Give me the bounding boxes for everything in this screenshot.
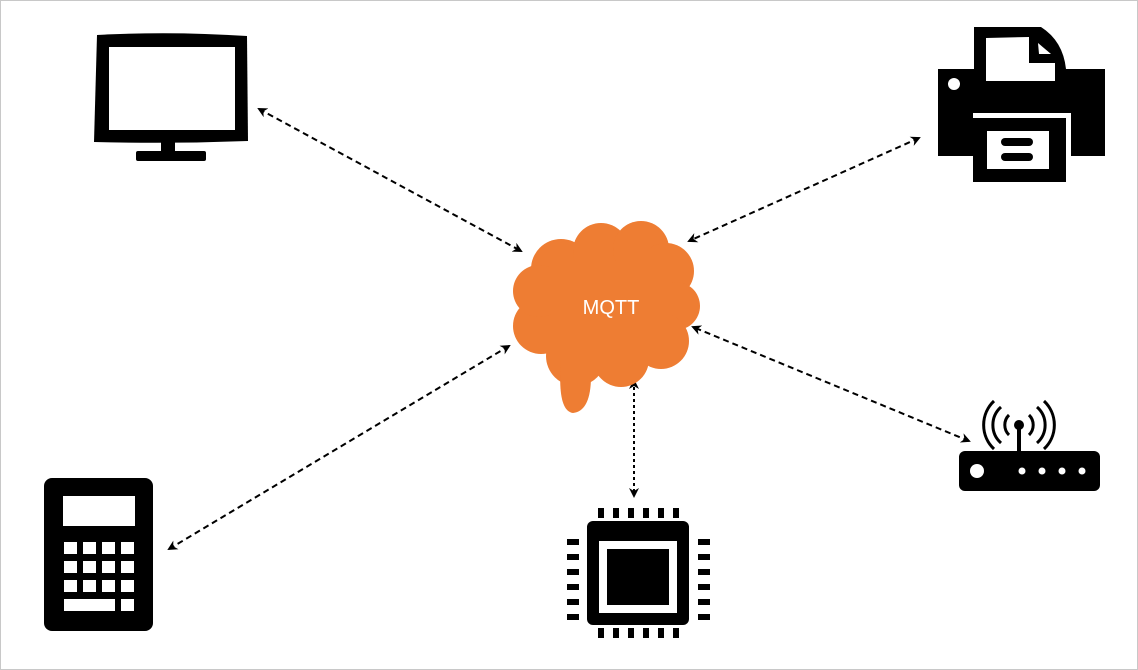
chip-icon: [567, 508, 710, 638]
mqtt-cloud-icon: [513, 221, 700, 413]
printer-icon: [938, 27, 1105, 182]
monitor-icon: [94, 33, 248, 161]
calculator-icon: [44, 478, 153, 631]
connection-monitor: [257, 108, 523, 252]
connection-printer: [687, 136, 921, 243]
connection-calculator: [167, 344, 511, 551]
router-icon: [959, 399, 1100, 491]
broker-label: MQTT: [582, 297, 640, 319]
connection-router: [691, 325, 971, 443]
